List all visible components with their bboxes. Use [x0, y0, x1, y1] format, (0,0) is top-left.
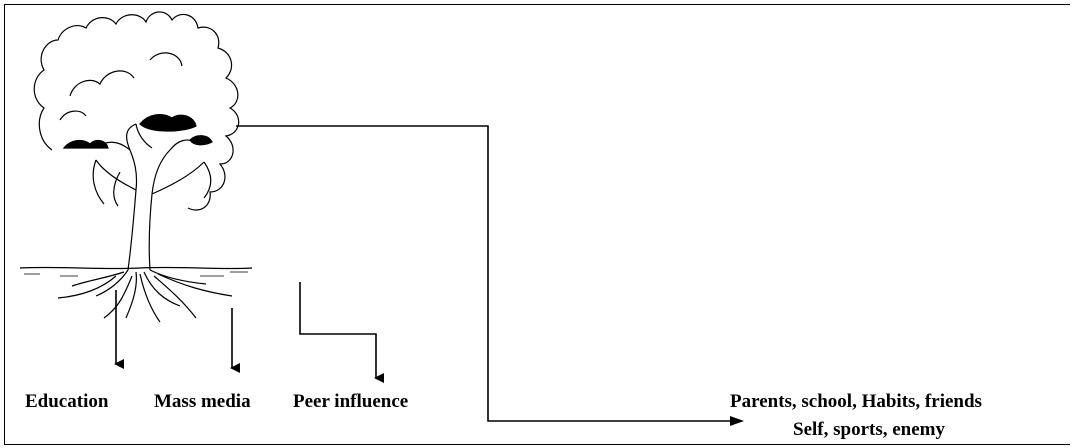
label-education: Education [25, 391, 109, 412]
label-mass-media: Mass media [154, 391, 251, 412]
ground-texture [24, 271, 248, 277]
tree-crown-outline [33, 11, 240, 211]
foliage-top [139, 114, 197, 132]
tree-illustration-icon [19, 11, 253, 323]
label-peer-influence: Peer influence [293, 391, 409, 412]
tree-branches [92, 123, 212, 207]
tree-crown-inner [59, 52, 183, 121]
label-crown-line1: Parents, school, Habits, friends [730, 391, 982, 412]
tree-trunk [127, 149, 171, 271]
ground-line [19, 266, 253, 270]
tree-roots [57, 269, 233, 323]
arrow-peer-influence [299, 282, 384, 383]
diagram-frame [4, 4, 1070, 445]
label-crown-line2: Self, sports, enemy [793, 419, 945, 440]
arrow-crown-to-labels [236, 125, 744, 426]
foliage-right [189, 135, 213, 146]
foliage-left [62, 139, 109, 149]
